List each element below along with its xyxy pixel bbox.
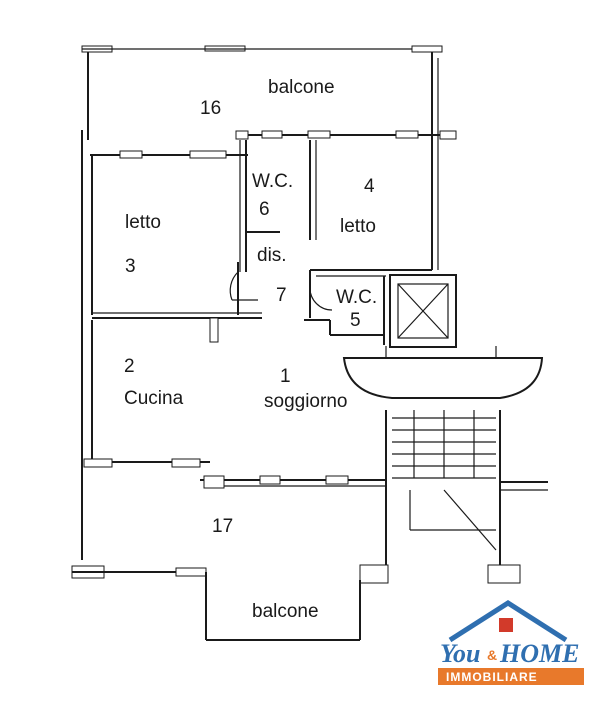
- room-label: W.C.: [252, 171, 293, 192]
- logo-subtitle-band: [438, 668, 584, 685]
- room-dis-7: dis. 7: [257, 245, 287, 306]
- room-balcone-bottom: 17 balcone: [212, 516, 319, 622]
- room-soggiorno-1: 1 soggiorno: [264, 366, 347, 412]
- house-window-icon: [499, 618, 513, 632]
- room-letto-4: 4 letto: [340, 176, 376, 237]
- logo-you: You: [440, 639, 480, 668]
- room-number: 3: [125, 256, 136, 277]
- room-label: balcone: [252, 601, 319, 622]
- logo-subtitle: IMMOBILIARE: [446, 670, 538, 684]
- room-label: dis.: [257, 245, 287, 266]
- room-wc-5: W.C. 5: [336, 287, 377, 331]
- room-balcone-top: balcone 16: [200, 77, 335, 119]
- room-number: 2: [124, 356, 135, 377]
- room-number: 6: [259, 199, 270, 220]
- room-number: 16: [200, 98, 221, 119]
- room-label: W.C.: [336, 287, 377, 308]
- room-label: letto: [125, 212, 161, 233]
- upper-rooms-walls: [90, 130, 457, 345]
- room-number: 5: [350, 310, 361, 331]
- room-label: Cucina: [124, 388, 184, 409]
- room-number: 1: [280, 366, 291, 387]
- staircase: [359, 410, 548, 584]
- balcony-bottom-walls: [71, 480, 361, 641]
- room-cucina-2: 2 Cucina: [124, 356, 184, 409]
- room-letto-3: letto 3: [125, 212, 161, 277]
- room-number: 17: [212, 516, 233, 537]
- logo-home: HOME: [499, 639, 579, 668]
- room-number: 4: [364, 176, 375, 197]
- logo-ampersand: &: [487, 647, 497, 663]
- balcony-top-walls: [81, 45, 443, 480]
- stair-landing: [342, 346, 544, 399]
- agency-logo: You & HOME IMMOBILIARE: [438, 600, 584, 685]
- room-number: 7: [276, 285, 287, 306]
- room-label: soggiorno: [264, 391, 347, 412]
- room-label: balcone: [268, 77, 335, 98]
- room-wc-6: W.C. 6: [252, 171, 293, 220]
- elevator-shaft: [389, 274, 457, 348]
- lower-rooms-walls: [83, 320, 386, 489]
- house-roof-icon: [448, 600, 568, 643]
- room-label: letto: [340, 216, 376, 237]
